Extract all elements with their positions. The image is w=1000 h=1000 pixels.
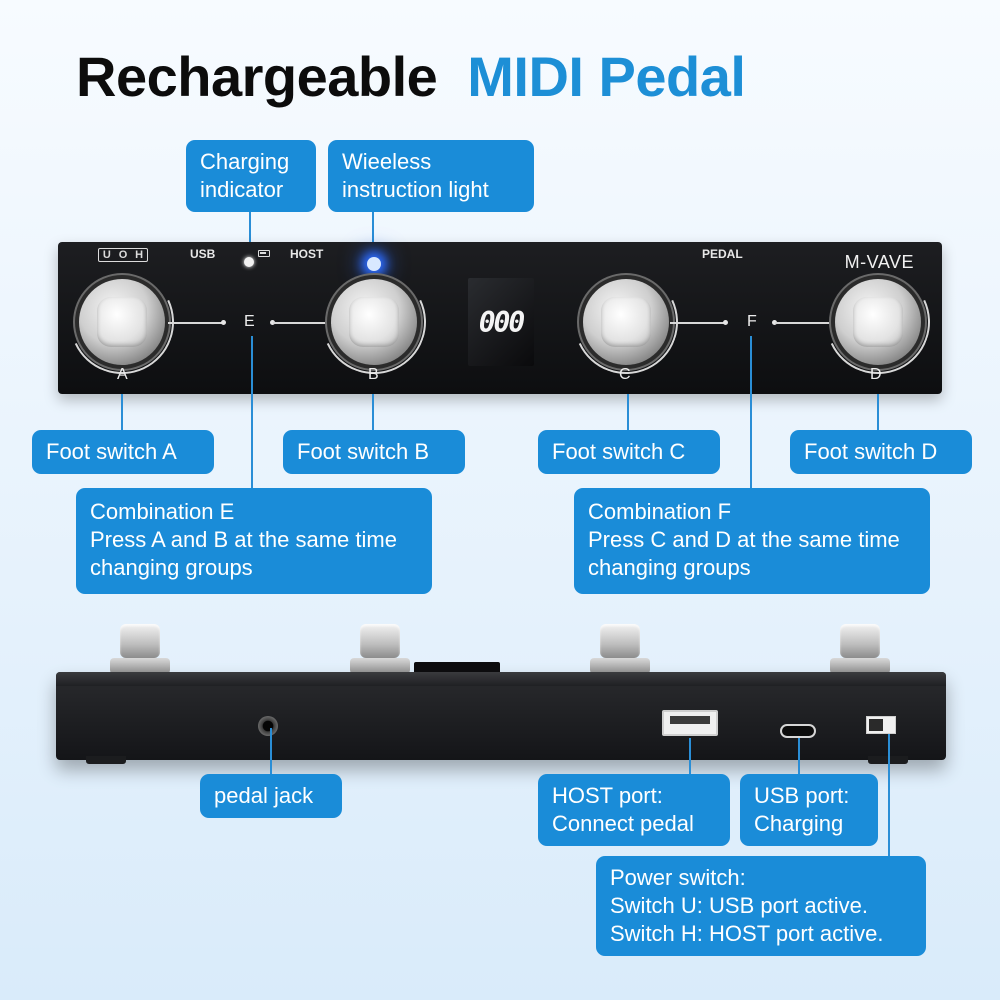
pedal-top-view: U O H USB HOST PEDAL M-VAVE A E B 000 C … (55, 242, 945, 394)
callout-wireless-light: Wieeless instruction light (328, 140, 534, 212)
combo-connector (670, 322, 726, 324)
callout-line: Foot switch B (297, 439, 430, 464)
combo-connector (273, 322, 333, 324)
callout-foot-switch-b: Foot switch B (283, 430, 465, 474)
foot-switch-a[interactable] (79, 279, 165, 365)
knob-nut (350, 658, 410, 674)
callout-pedal-jack: pedal jack (200, 774, 342, 818)
knob-nut (590, 658, 650, 674)
callout-foot-switch-c: Foot switch C (538, 430, 720, 474)
rubber-foot (86, 756, 126, 764)
foot-switch-b[interactable] (331, 279, 417, 365)
uoh-switch-label: U O H (98, 248, 148, 262)
leader-line (249, 212, 251, 260)
callout-line: indicator (200, 177, 284, 202)
battery-icon (258, 250, 270, 257)
display-value: 000 (478, 305, 526, 339)
combo-letter-e: E (244, 313, 255, 330)
knob-cap (360, 624, 400, 658)
host-usb-a-port[interactable] (662, 710, 718, 736)
callout-line: Charging (754, 811, 844, 836)
connector-dot (772, 320, 777, 325)
leader-line (798, 738, 800, 774)
callout-combination-e: Combination E Press A and B at the same … (76, 488, 432, 594)
callout-host-port: HOST port: Connect pedal (538, 774, 730, 846)
knob-nut (830, 658, 890, 674)
leader-line (372, 212, 374, 260)
digital-display: 000 (468, 278, 534, 366)
callout-line: Power switch: (610, 865, 746, 890)
callout-line: instruction light (342, 177, 489, 202)
pedal-jack-port[interactable] (258, 716, 278, 736)
callout-line: HOST port: (552, 783, 663, 808)
callout-foot-switch-d: Foot switch D (790, 430, 972, 474)
leader-line (627, 394, 629, 430)
callout-line: Combination E (90, 499, 235, 524)
leader-line (270, 728, 272, 774)
callout-line: Foot switch C (552, 439, 686, 464)
connector-dot (270, 320, 275, 325)
title-part-1: Rechargeable (76, 45, 438, 108)
switch-letter-b: B (368, 366, 379, 383)
switch-letter-a: A (117, 366, 128, 383)
callout-line: changing groups (90, 555, 253, 580)
callout-line: Press C and D at the same time (588, 527, 900, 552)
title-part-2: MIDI Pedal (467, 45, 746, 108)
callout-line: pedal jack (214, 783, 314, 808)
callout-line: Combination F (588, 499, 732, 524)
combo-connector (775, 322, 831, 324)
leader-line (689, 738, 691, 774)
connector-dot (221, 320, 226, 325)
foot-switch-d[interactable] (835, 279, 921, 365)
uoh-letter: H (135, 248, 144, 261)
knob-cap (600, 624, 640, 658)
foot-switch-c[interactable] (583, 279, 669, 365)
charging-led (244, 257, 254, 267)
brand-logo: M-VAVE (844, 252, 914, 272)
usb-c-port[interactable] (780, 724, 816, 738)
usb-label: USB (190, 247, 216, 261)
callout-line: Foot switch A (46, 439, 177, 464)
knob-nut (110, 658, 170, 674)
knob-cap (840, 624, 880, 658)
callout-line: Press A and B at the same time (90, 527, 397, 552)
callout-combination-f: Combination F Press C and D at the same … (574, 488, 930, 594)
uoh-letter: U (102, 248, 111, 261)
leader-line (121, 394, 123, 430)
callout-foot-switch-a: Foot switch A (32, 430, 214, 474)
pedal-label: PEDAL (702, 247, 743, 261)
callout-line: Wieeless (342, 149, 432, 174)
callout-line: Foot switch D (804, 439, 938, 464)
switch-letter-c: C (619, 366, 631, 383)
pedal-side-view (56, 672, 946, 760)
leader-line (877, 394, 879, 430)
leader-line (372, 394, 374, 430)
callout-usb-port: USB port: Charging (740, 774, 878, 846)
callout-line: Switch H: HOST port active. (610, 921, 884, 946)
leader-line (888, 734, 890, 856)
callout-line: Switch U: USB port active. (610, 893, 868, 918)
knob-cap (120, 624, 160, 658)
pedal-top-edge (56, 672, 946, 686)
page-title: Rechargeable MIDI Pedal (76, 42, 746, 112)
leader-line (251, 336, 253, 488)
leader-line (750, 336, 752, 488)
callout-line: changing groups (588, 555, 751, 580)
switch-letter-d: D (870, 366, 882, 383)
combo-letter-f: F (747, 313, 757, 330)
uoh-letter: O (118, 248, 128, 261)
wireless-led (367, 257, 381, 271)
callout-line: Connect pedal (552, 811, 694, 836)
callout-line: Charging (200, 149, 290, 174)
combo-connector (168, 322, 224, 324)
callout-line: USB port: (754, 783, 850, 808)
connector-dot (723, 320, 728, 325)
power-switch[interactable] (866, 716, 896, 734)
callout-charging-indicator: Charging indicator (186, 140, 316, 212)
callout-power-switch: Power switch: Switch U: USB port active.… (596, 856, 926, 956)
host-label: HOST (290, 247, 324, 261)
